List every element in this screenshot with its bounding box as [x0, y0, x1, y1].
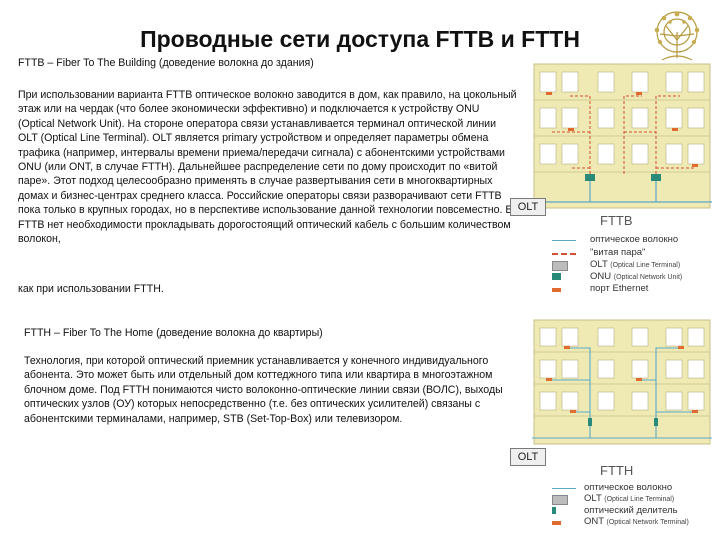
legend-fiber: оптическое волокно	[590, 234, 679, 245]
onu-icon	[552, 273, 561, 280]
splitter-icon	[552, 507, 556, 514]
fiber-line-icon	[552, 240, 576, 241]
fttb-body-tail: как при использовании FTTH.	[18, 283, 164, 295]
legend-fiber-2: оптическое волокно	[584, 482, 673, 493]
fttb-caption: FTTB	[600, 213, 633, 228]
ftth-olt-box: OLT	[510, 448, 546, 466]
legend-onu: ONU (Optical Network Unit)	[590, 271, 683, 282]
legend-olt-2: OLT (Optical Line Terminal)	[584, 493, 675, 504]
legend-splitter: оптический делитель	[584, 505, 678, 516]
ftth-heading: FTTH – Fiber To The Home (доведение воло…	[24, 327, 323, 339]
fttb-building-diagram	[532, 63, 712, 209]
twisted-pair-line-icon	[552, 253, 576, 255]
tree-logo-icon	[654, 11, 700, 61]
legend-ont: ONT (Optical Network Terminal)	[584, 516, 689, 527]
legend-olt: OLT (Optical Line Terminal)	[590, 259, 681, 270]
fiber-line-icon	[552, 488, 576, 489]
fttb-heading: FTTB – Fiber To The Building (доведение …	[18, 57, 314, 69]
ftth-building-diagram	[532, 319, 712, 445]
olt-icon	[552, 261, 568, 271]
fttb-body: При использовании варианта FTTB оптическ…	[18, 89, 517, 246]
ethernet-port-icon	[552, 288, 561, 292]
fttb-olt-box: OLT	[510, 198, 546, 216]
ftth-body: Технология, при которой оптический прием…	[24, 355, 503, 425]
legend-twisted: "витая пара"	[590, 247, 646, 258]
ftth-caption: FTTH	[600, 463, 634, 478]
page-title: Проводные сети доступа FTTB и FTTH	[140, 26, 580, 52]
legend-ethernet: порт Ethernet	[590, 283, 649, 294]
olt-icon	[552, 495, 568, 505]
ont-icon	[552, 521, 561, 525]
